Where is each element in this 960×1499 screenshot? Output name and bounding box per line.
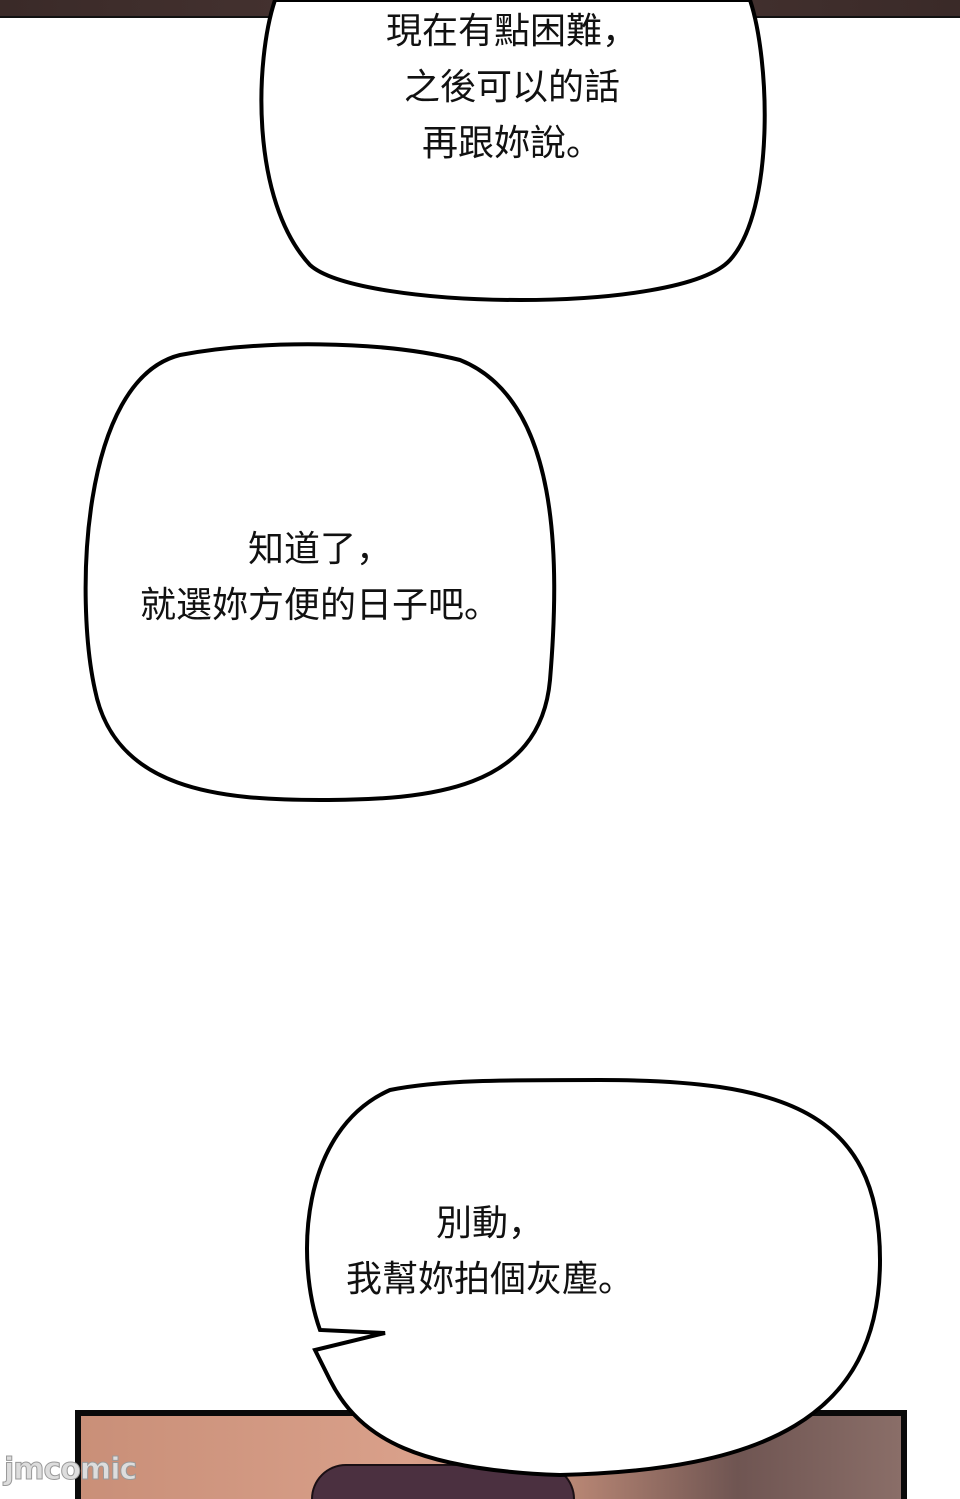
text-line: 我幫妳拍個灰塵。 — [345, 1259, 634, 1300]
speech-bubble-3 — [305, 1077, 883, 1478]
text-line: 現在有點困難， — [385, 11, 638, 52]
text-line: 別動， — [435, 1203, 544, 1244]
speech-bubble-1 — [259, 0, 767, 302]
text-line: 之後可以的話 — [403, 67, 620, 108]
text-line: 就選妳方便的日子吧。 — [139, 585, 500, 626]
bubble-3-text: 別動， 我幫妳拍個灰塵。 — [300, 1196, 680, 1308]
speech-bubble-2 — [83, 342, 557, 803]
bubble-1-text: 現在有點困難， 之後可以的話再跟妳說。 — [262, 4, 762, 172]
text-line: 知道了， — [247, 529, 392, 570]
watermark-logo: jmcomic — [3, 1452, 137, 1488]
text-line: 再跟妳說。 — [421, 123, 602, 164]
bubble-2-text: 知道了， 就選妳方便的日子吧。 — [90, 522, 550, 634]
